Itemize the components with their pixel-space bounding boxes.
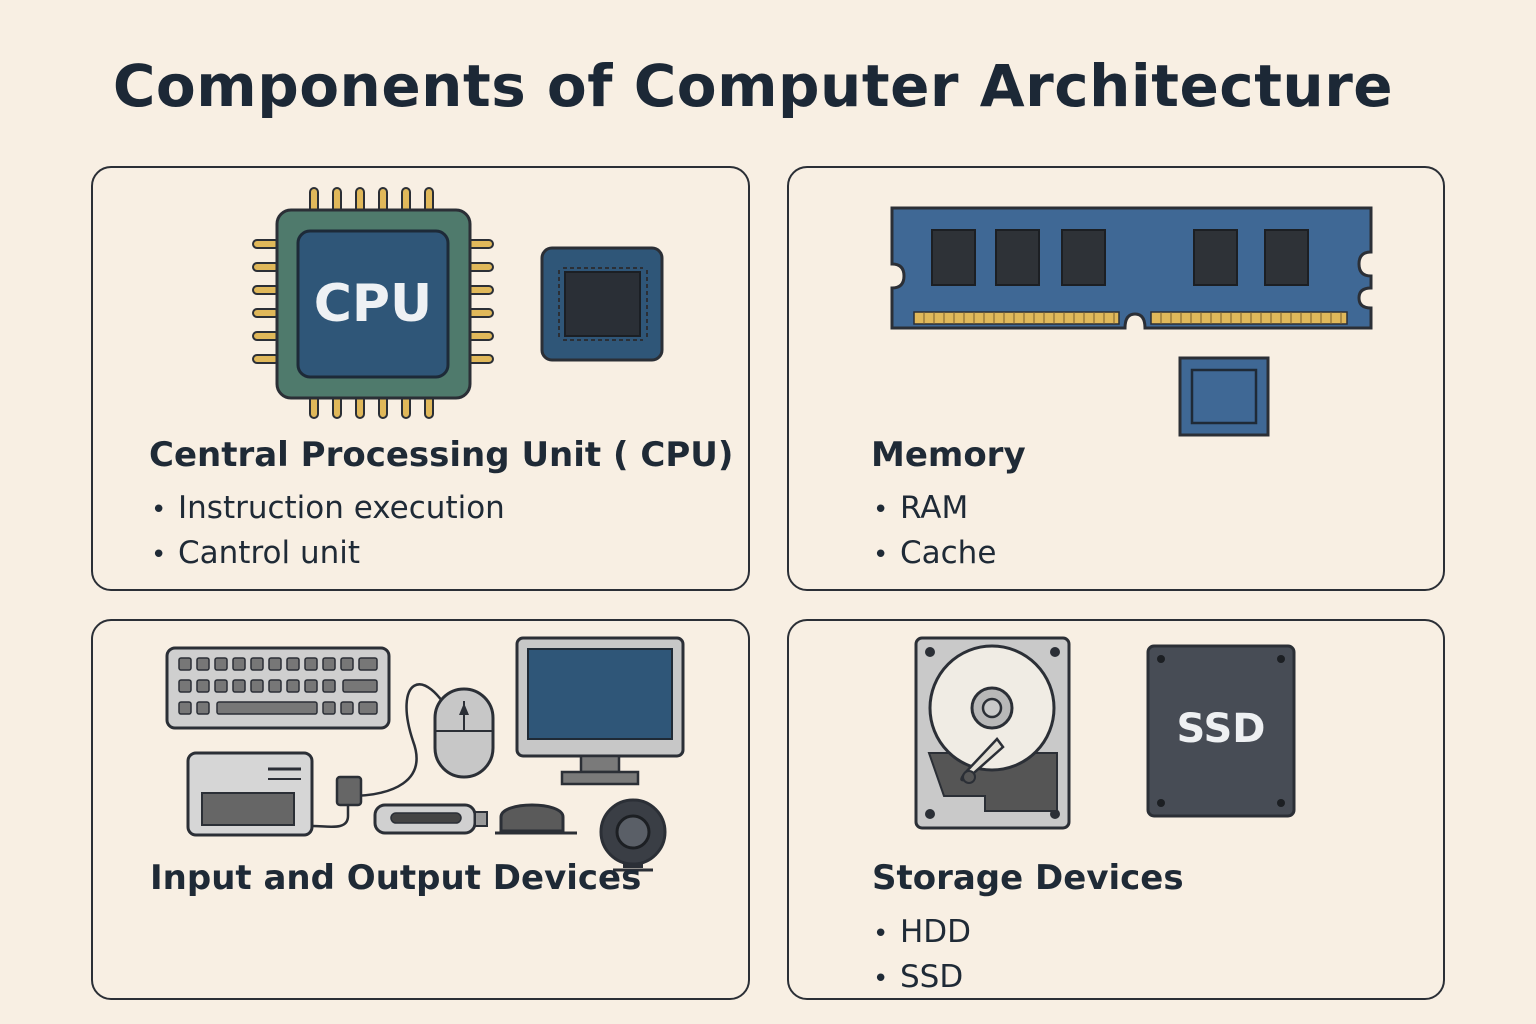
cpu-illustration: CPU [252,187,664,419]
panel-cpu: CPU Central Processing Unit ( CPU) Instr… [91,166,750,591]
keyboard-icon [165,646,391,730]
hdd-icon [914,636,1071,830]
memory-illustration [890,206,1373,437]
monitor-icon [515,636,685,786]
panel-memory: Memory RAM Cache [787,166,1445,591]
webcam-icon [599,798,667,872]
ssd-icon: SSD [1146,644,1296,818]
page-title: Components of Computer Architecture [112,52,1394,120]
cpu-chip-label: CPU [314,274,433,334]
ssd-label: SSD [1176,706,1265,752]
cpu-bullets: Instruction execution Cantrol unit [151,487,505,577]
memory-bullet-item: RAM [873,487,996,532]
memory-bullets: RAM Cache [873,487,996,577]
panel-storage: SSD Storage Devices HDD SSD [787,619,1445,1000]
cpu-chip-icon: CPU [252,187,494,419]
io-illustration [165,636,685,872]
usb-drive-icon [373,803,488,835]
storage-heading: Storage Devices [872,858,1184,898]
cache-chip-icon [1178,356,1270,437]
memory-heading: Memory [871,435,1026,475]
printer-icon [186,751,363,837]
mouse-icon [433,687,495,779]
ram-module-icon [890,206,1373,330]
cpu-heading: Central Processing Unit ( CPU) [149,435,734,475]
storage-bullets: HDD SSD [873,911,971,1001]
storage-illustration: SSD [914,636,1296,830]
panel-io: Input and Output Devices [91,619,750,1000]
cpu-bullet-item: Instruction execution [151,487,505,532]
memory-bullet-item: Cache [873,532,996,577]
io-heading: Input and Output Devices [150,858,642,898]
processor-die-icon [540,246,664,362]
cpu-bullet-item: Cantrol unit [151,532,505,577]
speaker-icon [495,803,577,835]
storage-bullet-item: HDD [873,911,971,956]
storage-bullet-item: SSD [873,956,971,1001]
